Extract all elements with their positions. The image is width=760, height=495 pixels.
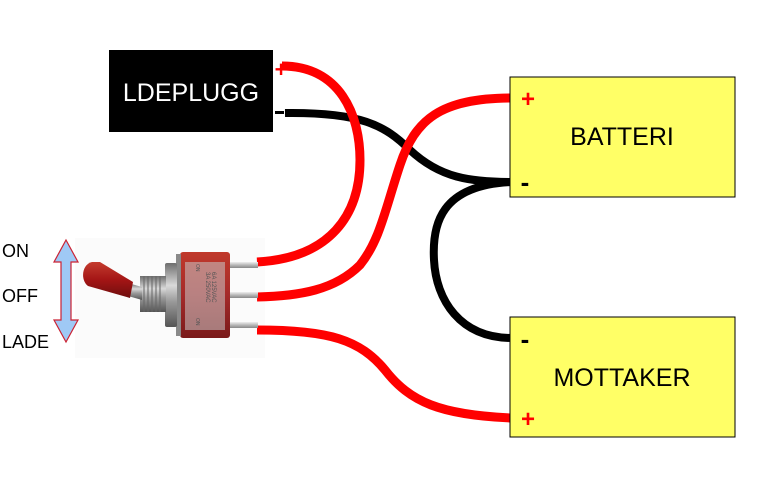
battery-plus-terminal: + (521, 86, 535, 113)
battery-body (509, 76, 736, 198)
charger-label: LDEPLUGG (123, 79, 259, 107)
switch-bracket (176, 254, 181, 336)
wire-battery-minus-to-receiver-minus (429, 178, 513, 342)
battery-box: BATTERI + - (509, 76, 736, 198)
switch-label-plate (185, 262, 225, 330)
charger-minus-terminal (275, 111, 284, 114)
receiver-label: MOTTAKER (553, 364, 690, 392)
position-label-off: OFF (2, 286, 38, 306)
position-label-lade: LADE (2, 332, 49, 352)
switch-rating-text-2: 6A 125VAC (210, 272, 216, 303)
toggle-cap (83, 262, 133, 298)
switch-side-text-1: ON (194, 264, 200, 272)
toggle-switch: 3A 250VAC 6A 125VAC ON ON (83, 252, 258, 338)
charger-plus-terminal: + (275, 57, 288, 82)
double-arrow-icon (52, 238, 80, 344)
wire-charger-plus-to-switch-on (256, 61, 365, 267)
battery-minus-terminal: - (521, 167, 530, 197)
wire-battery-plus-to-switch-off (256, 93, 513, 302)
wire-switch-lade-to-receiver-plus (256, 325, 513, 423)
battery-label: BATTERI (570, 123, 674, 151)
switch-rating-text-1: 3A 250VAC (204, 272, 210, 303)
switch-pin-lade (230, 322, 258, 328)
positive-wires (256, 61, 513, 423)
receiver-box: MOTTAKER - + (509, 316, 736, 438)
switch-pin-off (230, 292, 258, 298)
switch-nut (165, 263, 177, 327)
receiver-body (509, 316, 736, 438)
switch-pin-on (230, 262, 258, 268)
position-label-on: ON (2, 241, 29, 261)
switch-position-labels: ON OFF LADE (2, 241, 49, 352)
charger-body (109, 50, 273, 132)
charger-box: LDEPLUGG + (109, 50, 287, 132)
receiver-minus-terminal: - (521, 324, 530, 354)
negative-wires (284, 108, 513, 342)
receiver-plus-terminal: + (521, 406, 535, 433)
switch-threads (143, 276, 161, 312)
switch-side-text-2: ON (194, 318, 200, 326)
